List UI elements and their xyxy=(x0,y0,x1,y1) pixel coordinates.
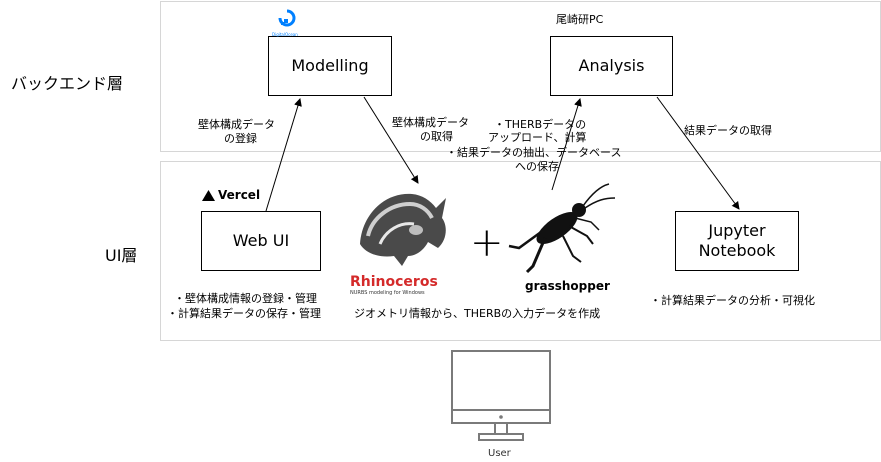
user-label: User xyxy=(488,448,511,459)
rhino-subtitle: NURBS modeling for Windows xyxy=(350,290,425,296)
digitalocean-wordmark: DigitalOcean xyxy=(272,32,298,37)
modelling-node-label: Modelling xyxy=(291,56,369,75)
therb-label-1: ・THERBデータの xyxy=(494,118,587,131)
rhino-description: ジオメトリ情報から、THERBの入力データを作成 xyxy=(354,307,601,320)
grasshopper-icon xyxy=(508,183,616,274)
modelling-node[interactable]: Modelling xyxy=(268,36,392,96)
wall-register-label-1: 壁体構成データ xyxy=(198,118,275,131)
result-get-label: 結果データの取得 xyxy=(684,124,772,137)
grasshopper-logo: grasshopper xyxy=(505,182,617,293)
grasshopper-wordmark: grasshopper xyxy=(525,279,610,293)
webui-node[interactable]: Web UI xyxy=(201,211,321,271)
wall-get-label-2: の取得 xyxy=(420,130,453,143)
jupyter-description: ・計算結果データの分析・可視化 xyxy=(650,294,815,307)
jupyter-node-label-1: Jupyter xyxy=(708,221,766,240)
vercel-logo: Vercel xyxy=(202,188,260,202)
backend-layer-label: バックエンド層 xyxy=(11,74,124,93)
jupyter-node[interactable]: Jupyter Notebook xyxy=(675,211,799,271)
rhino-icon xyxy=(360,193,446,266)
webui-description-2: ・計算結果データの保存・管理 xyxy=(167,307,321,320)
webui-node-label: Web UI xyxy=(232,231,290,250)
plus-icon: + xyxy=(470,220,504,266)
monitor-icon xyxy=(451,350,551,441)
wall-register-label-2: の登録 xyxy=(224,132,257,145)
digitalocean-icon xyxy=(278,9,296,27)
rhino-wordmark: Rhinoceros xyxy=(350,274,438,290)
jupyter-node-label-2: Notebook xyxy=(698,241,776,260)
rhino-logo: Rhinoceros NURBS modeling for Windows xyxy=(350,184,450,296)
digitalocean-logo: DigitalOcean xyxy=(272,9,302,37)
therb-label-4: への保存 xyxy=(515,160,559,173)
ui-layer-label: UI層 xyxy=(105,246,138,265)
vercel-triangle-icon xyxy=(202,189,215,201)
webui-description-1: ・壁体構成情報の登録・管理 xyxy=(174,292,317,305)
vercel-wordmark: Vercel xyxy=(218,188,261,202)
wall-get-label-1: 壁体構成データ xyxy=(392,116,469,129)
therb-label-3: ・結果データの抽出、データベース xyxy=(446,146,622,159)
analysis-node[interactable]: Analysis xyxy=(550,36,673,96)
pc-label: 尾崎研PC xyxy=(556,13,604,26)
analysis-node-label: Analysis xyxy=(578,56,645,75)
therb-label-2: アップロード、計算 xyxy=(488,131,587,144)
